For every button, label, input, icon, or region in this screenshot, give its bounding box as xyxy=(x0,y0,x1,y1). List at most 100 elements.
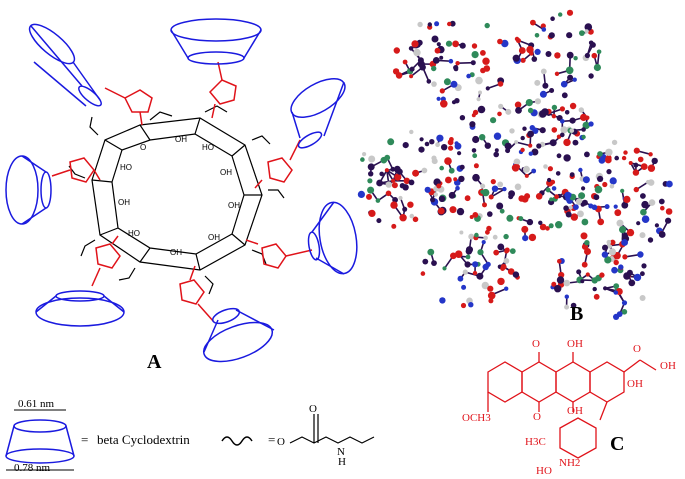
molecule-atom xyxy=(561,92,568,99)
molecule-atom xyxy=(393,47,400,54)
molecule-atom xyxy=(391,182,398,189)
molecule-atom xyxy=(362,152,367,157)
molecule-atom xyxy=(384,168,389,173)
molecule-atom xyxy=(455,61,460,66)
molecule-atom xyxy=(384,154,391,161)
molecule-atom xyxy=(479,134,486,141)
molecule-atom xyxy=(514,140,519,145)
molecule-atom xyxy=(539,223,547,231)
molecule-atom xyxy=(391,178,396,183)
molecule-atom xyxy=(651,157,658,165)
molecule-atom xyxy=(411,40,419,48)
molecule-atom xyxy=(499,208,505,214)
molecule-atom xyxy=(593,63,602,72)
molecule-atom xyxy=(605,148,613,156)
molecule-atom xyxy=(581,186,586,191)
molecule-atom xyxy=(611,139,618,146)
dox-o-top-left: O xyxy=(532,338,540,350)
molecule-atom xyxy=(581,134,586,140)
molecule-atom xyxy=(594,185,603,194)
molecule-atom xyxy=(565,211,572,218)
molecule-atom xyxy=(565,66,574,75)
molecule-atom xyxy=(547,177,552,183)
molecule-atom xyxy=(459,230,464,235)
molecule-atom xyxy=(640,208,647,216)
molecule-atom xyxy=(409,74,414,79)
molecule-atom xyxy=(576,269,582,275)
molecule-atom xyxy=(502,186,507,192)
molecule-atom xyxy=(641,200,649,209)
ring-oh-label: OH xyxy=(220,168,232,177)
ring-ho-label: HO xyxy=(202,143,214,152)
molecule-atom xyxy=(431,155,437,161)
molecule-atom xyxy=(531,168,537,174)
molecule-atom xyxy=(597,218,605,226)
molecule-atom xyxy=(494,148,499,153)
molecule-atom xyxy=(437,207,445,215)
molecule-atom xyxy=(408,46,414,51)
molecule-atom xyxy=(665,217,672,224)
molecule-atom xyxy=(490,179,496,185)
molecule-atom xyxy=(599,272,605,278)
molecule-atom xyxy=(549,88,555,93)
molecule-atom xyxy=(569,117,576,124)
molecule-atom xyxy=(581,261,588,268)
molecule-atom xyxy=(623,150,628,155)
molecule-atom xyxy=(518,216,524,222)
molecule-atom xyxy=(521,225,529,233)
molecule-atom xyxy=(501,39,509,48)
molecule-atom xyxy=(566,32,573,39)
molecule-atom xyxy=(512,271,520,278)
molecule-atom xyxy=(392,68,400,75)
molecule-atom xyxy=(433,192,438,197)
molecule-atom xyxy=(647,237,654,243)
equals-sign-cd: = xyxy=(81,432,89,447)
molecule-atom xyxy=(534,79,541,86)
molecule-atom xyxy=(658,198,665,205)
molecule-atom xyxy=(445,176,452,184)
molecule-atom xyxy=(504,286,509,291)
molecule-atom xyxy=(392,197,398,203)
molecule-atom xyxy=(563,205,569,211)
linker-wavy-line xyxy=(221,436,253,446)
molecule-atom xyxy=(449,20,456,27)
panel-label-c: C xyxy=(610,433,625,455)
molecule-atom xyxy=(480,50,486,56)
ring-oh-label: HO xyxy=(128,229,140,238)
linker-h: H xyxy=(338,456,346,468)
molecule-atom xyxy=(470,60,476,66)
ring-oh-label: OH xyxy=(208,233,220,242)
molecule-atom xyxy=(613,290,618,295)
triazole-7 xyxy=(51,157,101,183)
molecule-atom xyxy=(628,161,633,165)
molecule-atom xyxy=(459,164,465,170)
molecule-atom xyxy=(557,259,562,264)
molecule-atom xyxy=(456,207,465,216)
molecule-atom xyxy=(493,249,500,256)
molecule-atom xyxy=(529,125,535,131)
molecule-atom xyxy=(394,173,402,181)
molecule-atom xyxy=(605,154,612,161)
molecule-atom xyxy=(399,214,407,222)
molecule-atom xyxy=(577,210,584,218)
molecule-atom xyxy=(512,54,520,62)
molecule-atom xyxy=(554,285,562,293)
molecule-atom xyxy=(468,233,475,240)
molecule-atom xyxy=(450,80,458,88)
cd-cone-5 xyxy=(202,307,275,363)
molecule-atom xyxy=(471,113,476,118)
molecule-atom xyxy=(540,23,546,29)
molecule-atom xyxy=(472,212,479,218)
molecule-atom xyxy=(550,16,555,22)
molecule-atom xyxy=(458,175,465,183)
molecule-atom xyxy=(507,268,515,275)
molecule-atom xyxy=(505,108,512,115)
molecule-atom xyxy=(648,199,656,206)
molecule-atom xyxy=(453,65,459,71)
molecule-atom xyxy=(448,58,454,64)
molecule-atom xyxy=(436,96,441,101)
molecule-atom xyxy=(555,171,561,176)
molecule-atom xyxy=(614,155,619,161)
molecule-atom xyxy=(460,302,467,309)
molecule-atom xyxy=(431,65,437,72)
